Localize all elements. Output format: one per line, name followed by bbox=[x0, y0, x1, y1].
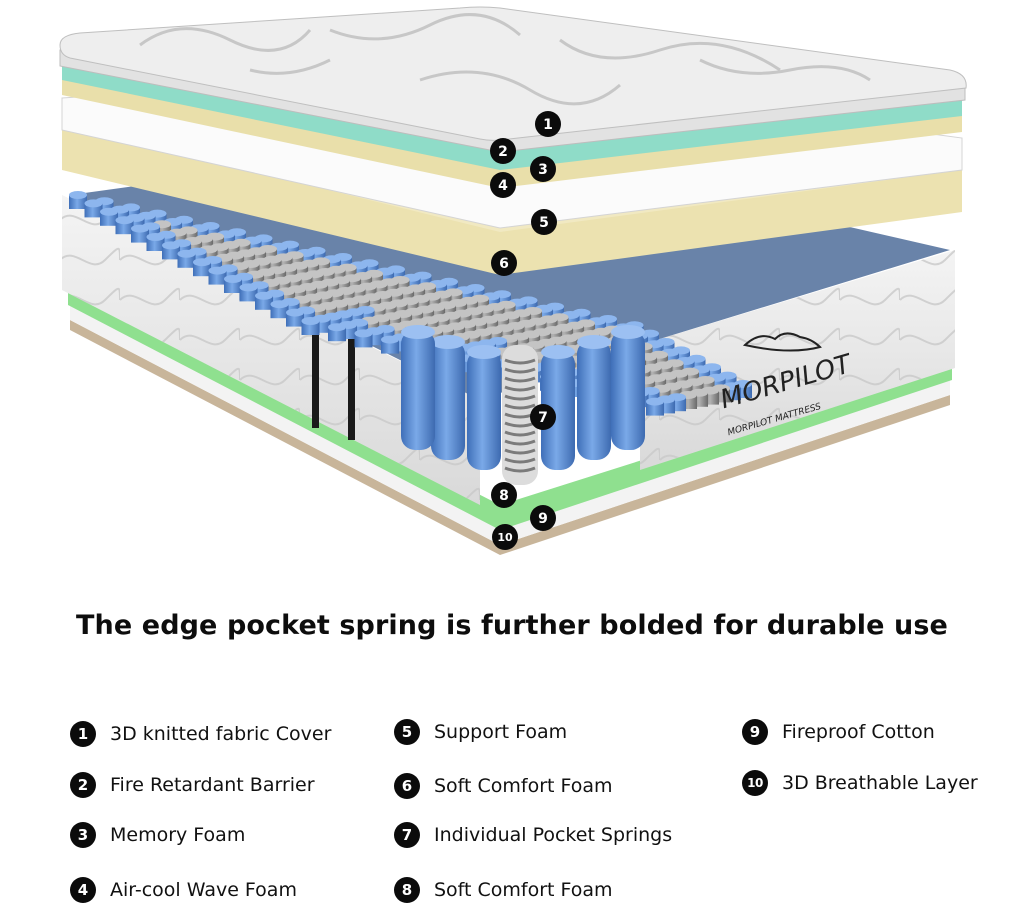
legend-label: Air-cool Wave Foam bbox=[110, 879, 297, 901]
mattress-layers-illustration: MORPILOT MORPILOT MATTRESS 1 2 3 4 5 bbox=[59, 6, 967, 555]
callout-2: 2 bbox=[490, 138, 516, 164]
legend-number: 9 bbox=[742, 719, 768, 745]
callout-10: 10 bbox=[492, 524, 518, 550]
svg-text:6: 6 bbox=[499, 256, 509, 272]
svg-text:9: 9 bbox=[538, 511, 548, 527]
legend-label: 3D Breathable Layer bbox=[782, 772, 978, 794]
callout-9: 9 bbox=[530, 505, 556, 531]
comfort-layers bbox=[59, 6, 967, 275]
legend-item-2: 2 Fire Retardant Barrier bbox=[70, 772, 315, 798]
legend-number: 1 bbox=[70, 721, 96, 747]
legend-label: Fireproof Cotton bbox=[782, 721, 935, 743]
legend-item-1: 1 3D knitted fabric Cover bbox=[70, 721, 331, 747]
callout-5: 5 bbox=[531, 209, 557, 235]
svg-text:4: 4 bbox=[498, 178, 508, 194]
callout-6: 6 bbox=[491, 250, 517, 276]
legend-number: 3 bbox=[70, 822, 96, 848]
legend-item-8: 8 Soft Comfort Foam bbox=[394, 877, 613, 903]
legend-label: Individual Pocket Springs bbox=[434, 824, 673, 846]
legend-number: 5 bbox=[394, 719, 420, 745]
svg-text:2: 2 bbox=[498, 144, 508, 160]
legend-item-7: 7 Individual Pocket Springs bbox=[394, 822, 672, 848]
legend-number: 8 bbox=[394, 877, 420, 903]
legend-item-6: 6 Soft Comfort Foam bbox=[394, 773, 613, 799]
callout-badges: 1 2 3 4 5 6 7 8 9 10 bbox=[490, 111, 561, 550]
legend-item-9: 9 Fireproof Cotton bbox=[742, 719, 935, 745]
headline: The edge pocket spring is further bolded… bbox=[76, 610, 948, 641]
legend-number: 6 bbox=[394, 773, 420, 799]
legend-item-10: 10 3D Breathable Layer bbox=[742, 770, 978, 796]
svg-text:1: 1 bbox=[543, 117, 553, 133]
legend-number: 7 bbox=[394, 822, 420, 848]
legend-item-4: 4 Air-cool Wave Foam bbox=[70, 877, 297, 903]
svg-text:10: 10 bbox=[497, 531, 513, 544]
callout-1: 1 bbox=[535, 111, 561, 137]
pocket-springs-grid bbox=[69, 191, 752, 470]
callout-4: 4 bbox=[490, 172, 516, 198]
legend-label: Memory Foam bbox=[110, 824, 246, 846]
callout-3: 3 bbox=[530, 156, 556, 182]
callout-7: 7 bbox=[530, 404, 556, 430]
legend-label: Support Foam bbox=[434, 721, 568, 743]
legend-number: 10 bbox=[742, 770, 768, 796]
legend-item-3: 3 Memory Foam bbox=[70, 822, 245, 848]
svg-text:7: 7 bbox=[538, 410, 548, 426]
svg-text:5: 5 bbox=[539, 215, 549, 231]
legend-number: 2 bbox=[70, 772, 96, 798]
callout-8: 8 bbox=[491, 482, 517, 508]
legend-label: Soft Comfort Foam bbox=[434, 879, 613, 901]
legend-label: Soft Comfort Foam bbox=[434, 775, 613, 797]
legend-label: 3D knitted fabric Cover bbox=[110, 723, 332, 745]
svg-text:3: 3 bbox=[538, 162, 548, 178]
svg-text:8: 8 bbox=[499, 488, 509, 504]
legend-label: Fire Retardant Barrier bbox=[110, 774, 315, 796]
legend-item-5: 5 Support Foam bbox=[394, 719, 567, 745]
legend-number: 4 bbox=[70, 877, 96, 903]
coil-spring-cutaway bbox=[502, 345, 538, 485]
